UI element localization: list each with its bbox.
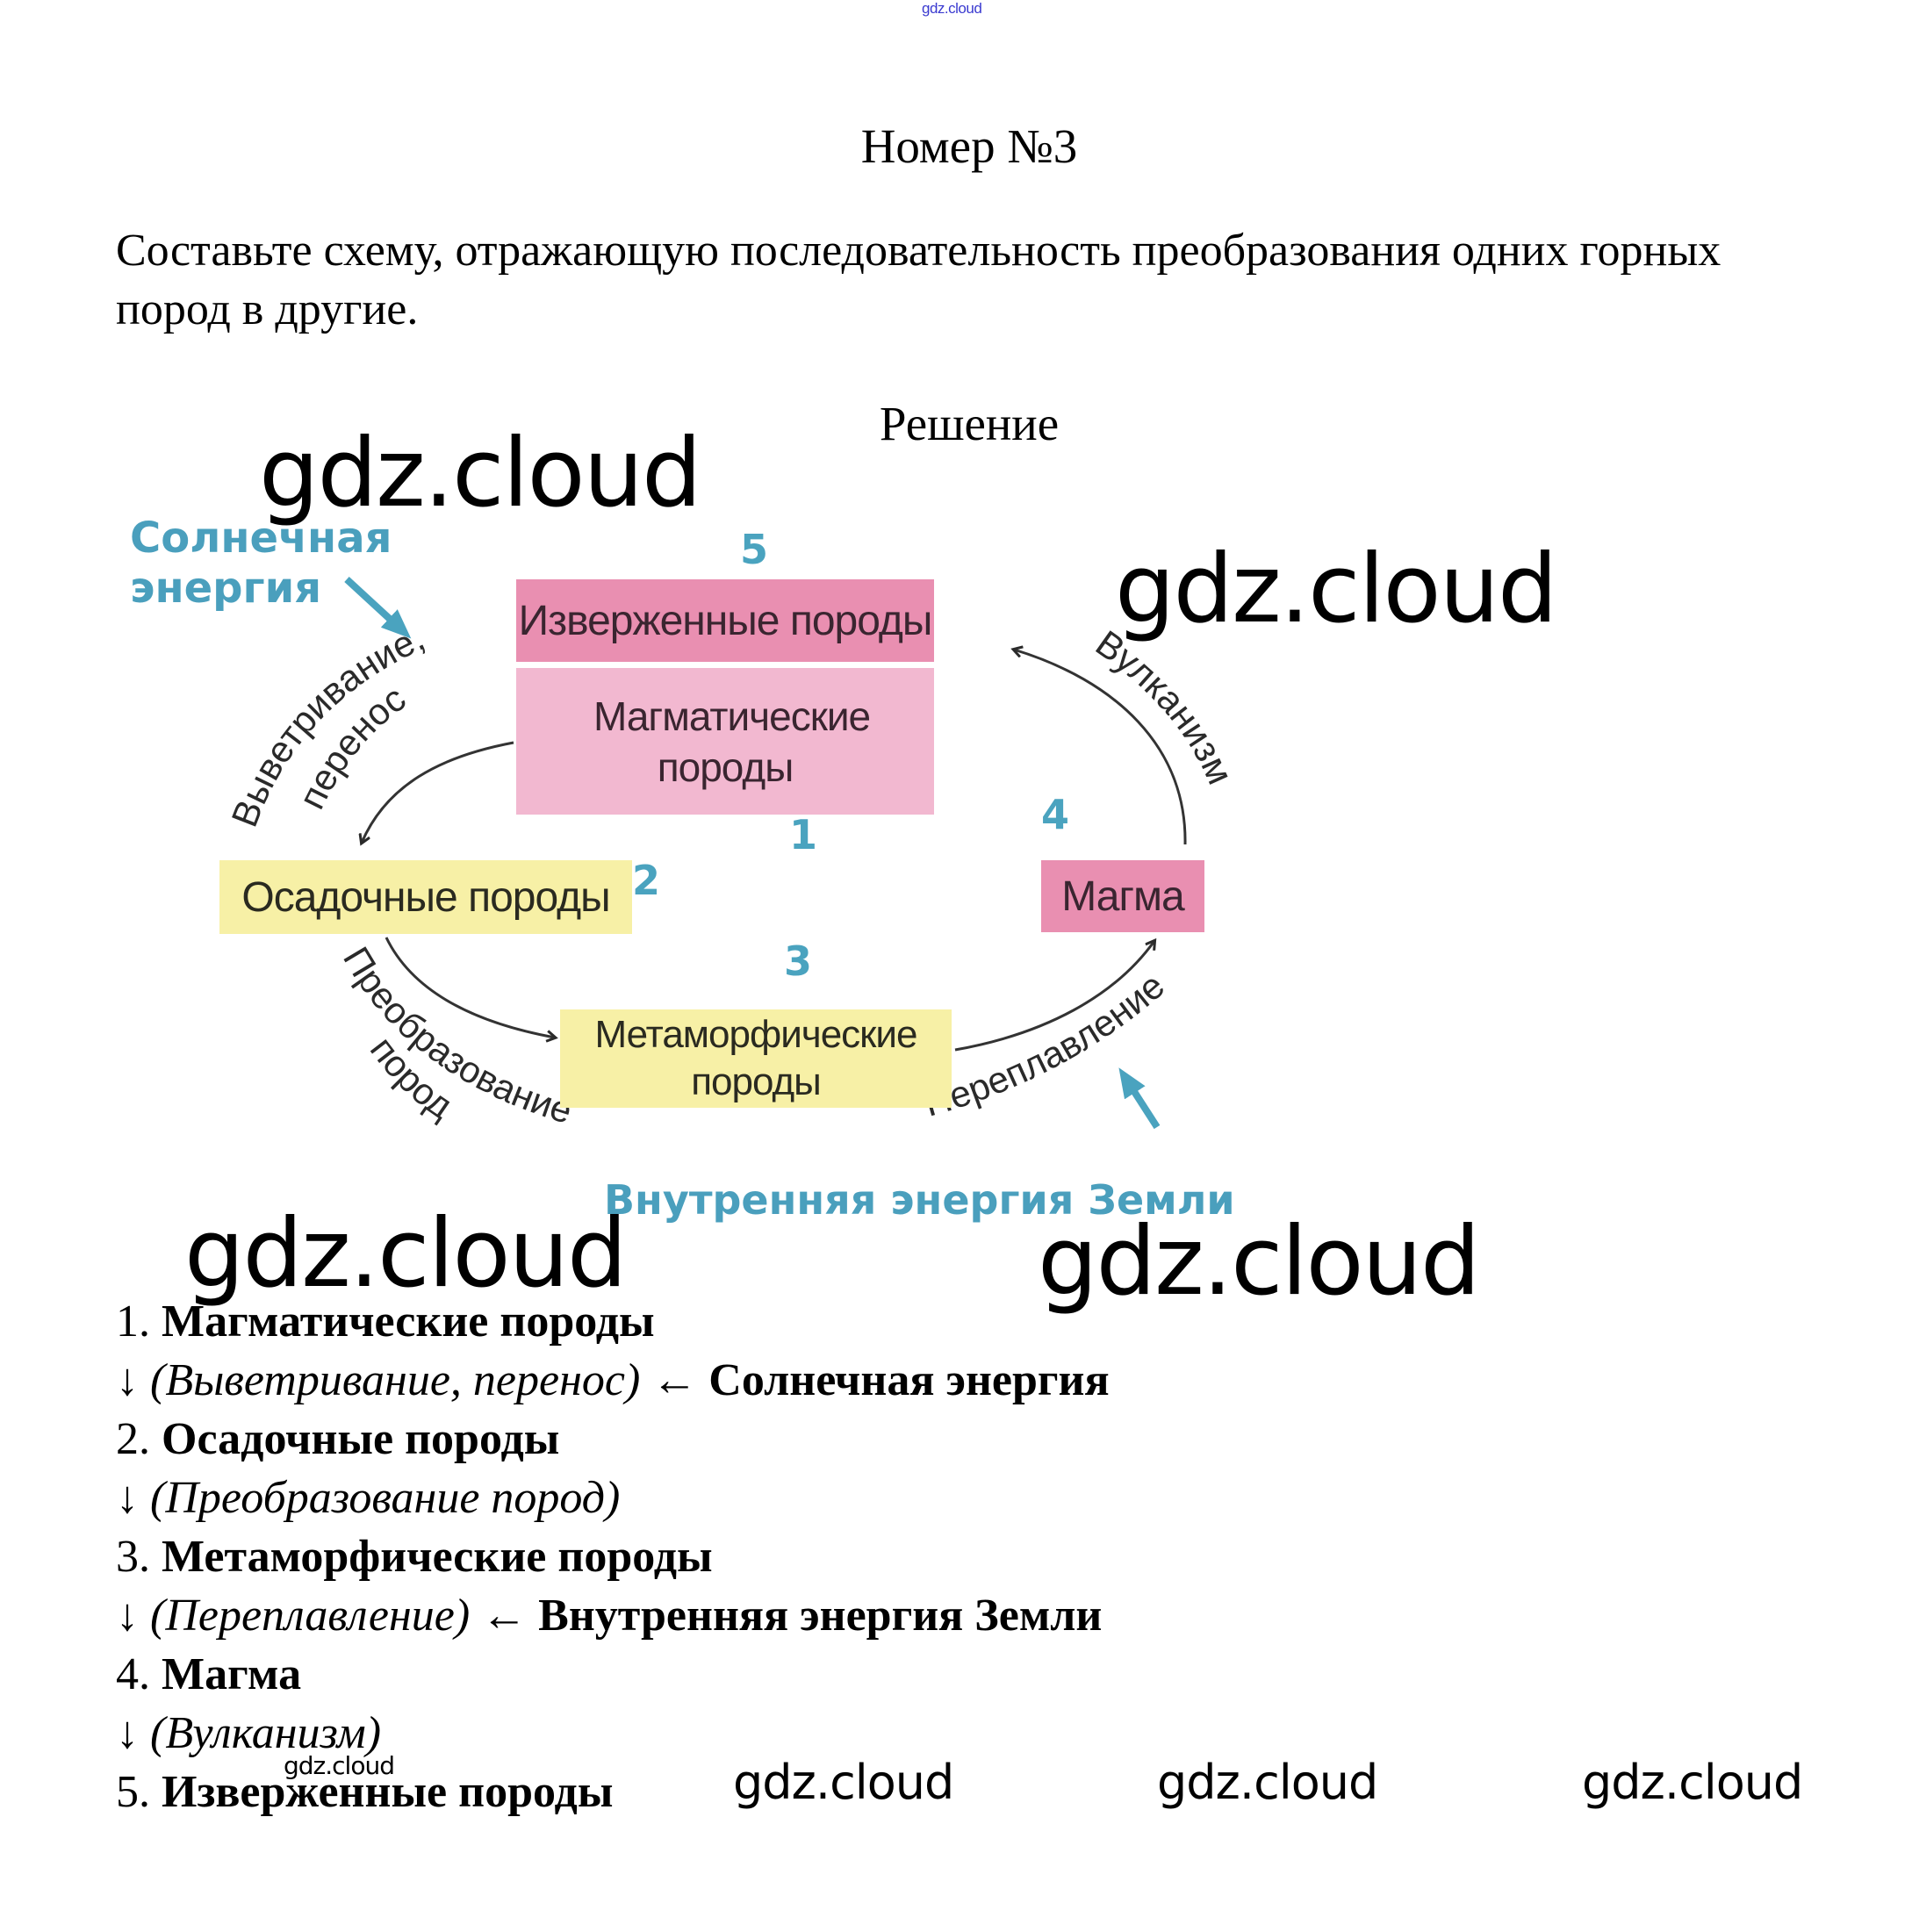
energy-source: Внутренняя энергия Земли (538, 1591, 1103, 1641)
box-metamorphic-label: Метаморфические породы (594, 1013, 918, 1103)
watermark: gdz.cloud (733, 1755, 954, 1810)
left-arrow-icon: ← (481, 1591, 528, 1641)
page-title: Номер №3 (860, 119, 1078, 173)
step-label: Метаморфические породы (162, 1532, 713, 1582)
down-arrow-icon: ↓ (116, 1591, 139, 1641)
left-arrow-icon: ← (651, 1355, 698, 1405)
arrow-weathering (362, 741, 514, 843)
internal-energy-arrow (1118, 1067, 1161, 1130)
internal-energy-label: Внутренняя энергия Земли (604, 1176, 1235, 1224)
process-label: (Вулканизм) (150, 1708, 382, 1758)
step-number-4: 4 (1041, 791, 1070, 838)
solution-heading: Решение (879, 397, 1060, 450)
watermark-top: gdz.cloud (922, 0, 982, 17)
box-igneous-rocks: Изверженные породы (516, 579, 934, 662)
solar-energy-line2: энергия (130, 563, 322, 613)
process-label: (Преобразование пород) (150, 1473, 621, 1523)
watermark: gdz.cloud (259, 419, 702, 528)
step-number-5: 5 (740, 526, 769, 573)
watermark: gdz.cloud (1582, 1755, 1803, 1810)
solar-energy-line1: Солнечная (130, 514, 392, 563)
list-process: ↓ (Переплавление) ← Внутренняя энергия З… (116, 1586, 1110, 1645)
box-magmatic-rocks: Магматические породы (516, 668, 934, 815)
list-step: 1. Магматические породы (116, 1292, 1110, 1351)
step-num: 2. (116, 1414, 150, 1464)
step-number-1: 1 (789, 811, 818, 858)
box-magma-label: Магма (1061, 873, 1184, 920)
list-step: 2. Осадочные породы (116, 1410, 1110, 1469)
list-process: ↓ (Преобразование пород) (116, 1469, 1110, 1527)
process-label: (Переплавление) (150, 1591, 471, 1641)
down-arrow-icon: ↓ (116, 1355, 139, 1405)
step-num: 3. (116, 1532, 150, 1582)
list-step: 5. Изверженные породы (116, 1763, 1110, 1821)
step-number-3: 3 (784, 937, 813, 985)
solar-energy-label: Солнечная энергия (130, 514, 392, 613)
watermark: gdz.cloud (184, 1199, 628, 1309)
arrow-transformation (385, 937, 555, 1038)
step-num: 4. (116, 1649, 150, 1699)
list-step: 4. Магма (116, 1645, 1110, 1704)
list-step: 3. Метаморфические породы (116, 1527, 1110, 1586)
arrow-volcanism (1014, 650, 1187, 845)
arrow-remelting (954, 941, 1154, 1052)
down-arrow-icon: ↓ (116, 1708, 139, 1758)
watermark: gdz.cloud (284, 1751, 395, 1780)
watermark: gdz.cloud (1157, 1755, 1378, 1810)
box-sedimentary-label: Осадочные породы (241, 873, 610, 921)
step-label: Магматические породы (162, 1296, 655, 1347)
task-text: Составьте схему, отражающую последовател… (116, 226, 1722, 334)
watermark: gdz.cloud (1038, 1207, 1481, 1317)
step-number-2: 2 (632, 857, 661, 904)
process-label: (Выветривание, перенос) (150, 1355, 641, 1405)
label-remelting: Переплавление (920, 965, 1173, 1124)
box-magmatic-label: Магматические породы (593, 693, 871, 790)
box-magma: Магма (1041, 860, 1204, 932)
box-metamorphic-rocks: Метаморфические породы (560, 1009, 952, 1108)
box-igneous-label: Изверженные породы (518, 597, 933, 644)
solar-energy-arrow (344, 577, 412, 639)
watermark: gdz.cloud (1115, 535, 1558, 644)
step-label: Осадочные породы (162, 1414, 560, 1464)
step-num: 5. (116, 1767, 150, 1817)
solution-list: 1. Магматические породы ↓ (Выветривание,… (116, 1292, 1110, 1821)
label-volcanism: Вулканизм (1089, 622, 1241, 790)
step-num: 1. (116, 1296, 150, 1347)
diagram-arrows: Выветривание, перенос Преобразование пор… (223, 577, 1241, 1131)
step-label: Изверженные породы (162, 1767, 614, 1817)
list-process: ↓ (Выветривание, перенос) ← Солнечная эн… (116, 1351, 1110, 1410)
down-arrow-icon: ↓ (116, 1473, 139, 1523)
step-label: Магма (162, 1649, 302, 1699)
list-process: ↓ (Вулканизм) (116, 1704, 1110, 1763)
energy-source: Солнечная энергия (708, 1355, 1110, 1405)
box-sedimentary-rocks: Осадочные породы (219, 860, 632, 934)
